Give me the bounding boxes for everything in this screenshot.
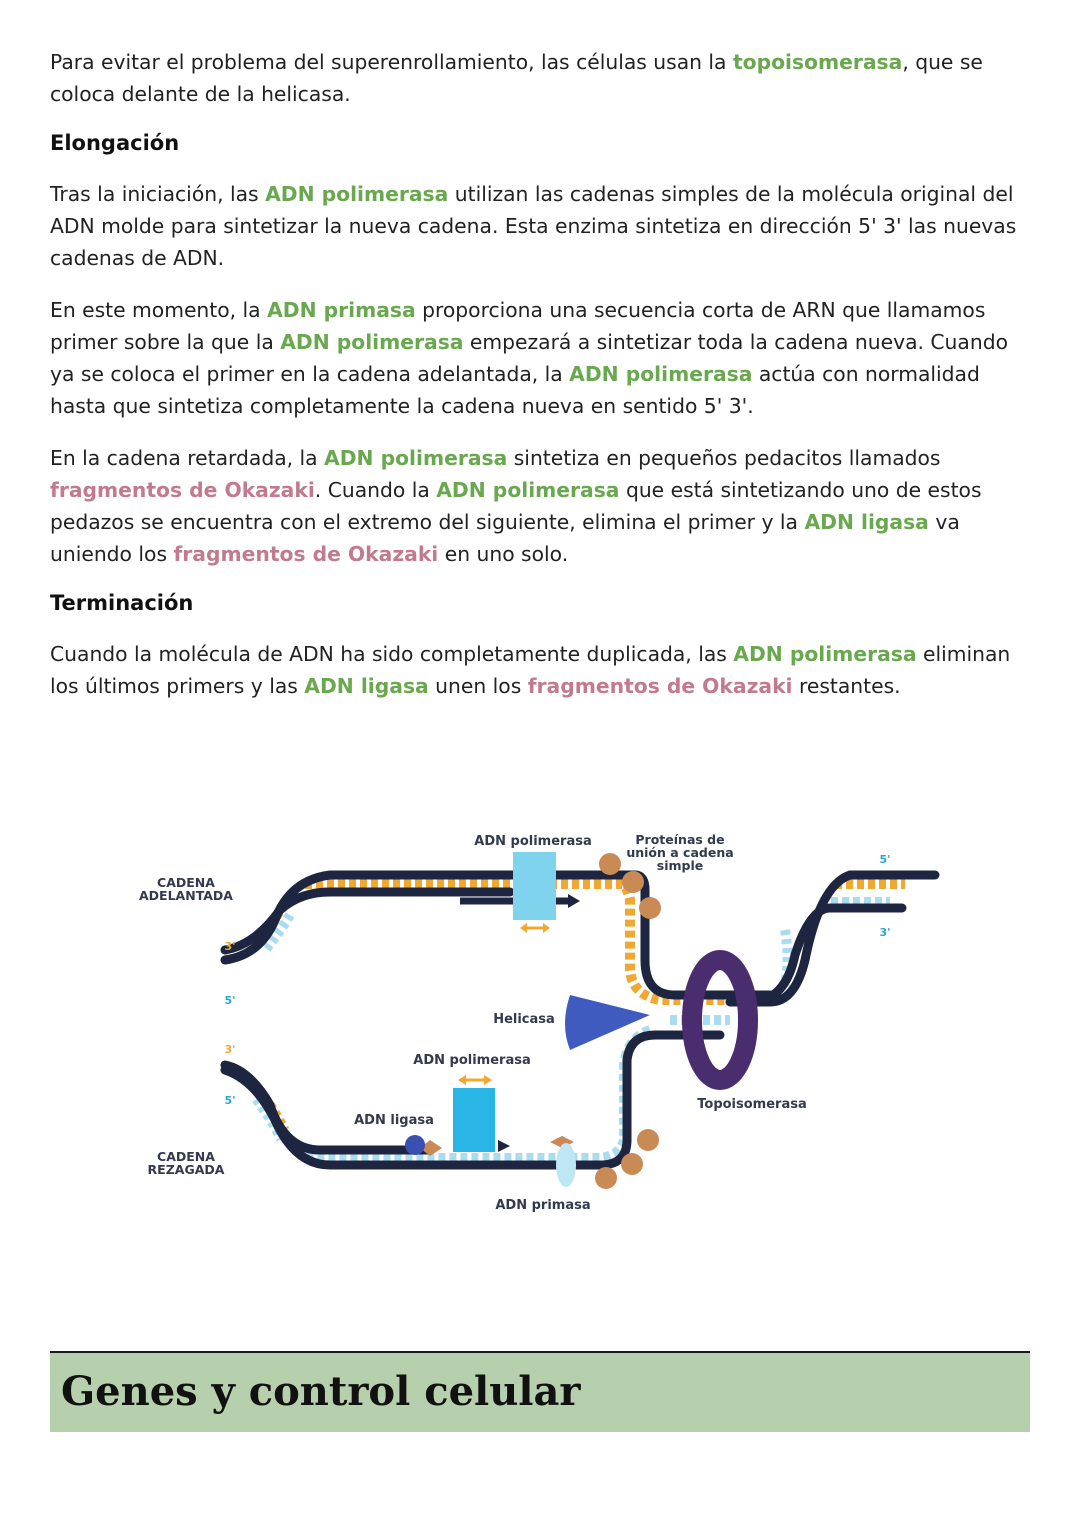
end-label-5-top-left: 5' <box>224 994 235 1007</box>
end-label-3-right: 3' <box>879 926 890 939</box>
label-cadena-rezagada-1: CADENA <box>157 1149 215 1164</box>
label-adn-primasa: ADN primasa <box>495 1198 590 1213</box>
end-label-3-bottom-left: 3' <box>224 1043 235 1056</box>
highlight-okazaki: fragmentos de Okazaki <box>50 478 315 502</box>
text: Tras la iniciación, las <box>50 182 266 206</box>
highlight-okazaki: fragmentos de Okazaki <box>527 674 793 698</box>
label-helicasa: Helicasa <box>493 1012 555 1027</box>
highlight-term: ADN polimerasa <box>324 446 508 470</box>
dna-replication-diagram: ADN polimerasa Proteínas de unión a cade… <box>139 832 940 1213</box>
double-arrow-top <box>520 923 550 933</box>
label-proteinas-1: Proteínas de <box>635 832 724 847</box>
label-adn-ligasa: ADN ligasa <box>354 1113 434 1128</box>
text: En este momento, la <box>50 298 268 322</box>
text: que está sintetizando uno de estos pedaz… <box>50 478 982 534</box>
main-content: Para evitar el problema del superenrolla… <box>50 46 1035 722</box>
text: empezará a sintetizar toda la cadena nue… <box>50 330 1008 386</box>
primer-fragment <box>420 1140 442 1156</box>
topoisomerase <box>682 950 758 1090</box>
highlight-term: ADN polimerasa <box>436 478 620 502</box>
paragraph-elongacion: Tras la iniciación, las ADN polimerasa u… <box>50 178 1035 274</box>
highlight-term: ADN primasa <box>267 298 416 322</box>
text: . Cuando la <box>314 478 437 502</box>
label-adn-polimerasa-top: ADN polimerasa <box>474 834 591 849</box>
paragraph-primasa: En este momento, la ADN primasa proporci… <box>50 294 1035 422</box>
label-cadena-rezagada-2: REZAGADA <box>148 1162 225 1177</box>
polymerase-top <box>513 852 556 920</box>
highlight-okazaki: fragmentos de Okazaki <box>173 542 439 566</box>
label-proteinas-3: simple <box>657 858 703 873</box>
text: proporciona una secuencia corta de ARN q… <box>50 298 986 354</box>
paragraph-terminacion: Cuando la molécula de ADN ha sido comple… <box>50 638 1035 702</box>
text: unen los <box>428 674 528 698</box>
paragraph-okazaki: En la cadena retardada, la ADN polimeras… <box>50 442 1035 570</box>
paragraph-topoisomerasa: Para evitar el problema del superenrolla… <box>50 46 1035 110</box>
end-label-3-top-left: 3' <box>224 940 235 953</box>
text: actúa con normalidad hasta que sintetiza… <box>50 362 980 418</box>
text: sintetiza en pequeños pedacitos llamados <box>507 446 941 470</box>
section-title: Genes y control celular <box>61 1368 581 1415</box>
primase <box>556 1143 576 1187</box>
label-cadena-adelantada-2: ADELANTADA <box>139 888 233 903</box>
section-header: Genes y control celular <box>50 1351 1030 1432</box>
label-topoisomerasa: Topoisomerasa <box>697 1097 807 1112</box>
text: , que se coloca delante de la helicasa. <box>50 50 983 106</box>
text: utilizan las cadenas simples de la moléc… <box>50 182 1017 270</box>
label-adn-polimerasa-bottom: ADN polimerasa <box>413 1053 530 1068</box>
helicase <box>565 995 650 1050</box>
highlight-term: ADN polimerasa <box>265 182 449 206</box>
text: En la cadena retardada, la <box>50 446 325 470</box>
label-cadena-adelantada-1: CADENA <box>157 875 215 890</box>
highlight-term: ADN ligasa <box>304 674 429 698</box>
text: en uno solo. <box>438 542 569 566</box>
polymerase-bottom <box>453 1088 495 1152</box>
ssb-proteins <box>595 853 661 1189</box>
ligase <box>405 1135 425 1155</box>
double-arrow-bottom <box>458 1075 492 1085</box>
leading-arrow-head <box>568 894 580 908</box>
highlight-term: ADN polimerasa <box>569 362 753 386</box>
end-label-5-top-right: 5' <box>879 853 890 866</box>
heading-terminacion: Terminación <box>50 591 194 615</box>
highlight-term: topoisomerasa <box>732 50 903 74</box>
highlight-term: ADN polimerasa <box>733 642 917 666</box>
text: restantes. <box>792 674 901 698</box>
label-proteinas-2: unión a cadena <box>626 845 733 860</box>
lagging-arrow-head <box>498 1140 510 1152</box>
text: Para evitar el problema del superenrolla… <box>50 50 733 74</box>
dna-backbones <box>220 870 940 1170</box>
highlight-term: ADN ligasa <box>804 510 929 534</box>
text: eliminan los últimos primers y las <box>50 642 1011 698</box>
highlight-term: ADN polimerasa <box>280 330 464 354</box>
text: va uniendo los <box>50 510 960 566</box>
text: Cuando la molécula de ADN ha sido comple… <box>50 642 734 666</box>
heading-elongacion: Elongación <box>50 131 180 155</box>
end-label-5-bottom-left: 5' <box>224 1094 235 1107</box>
